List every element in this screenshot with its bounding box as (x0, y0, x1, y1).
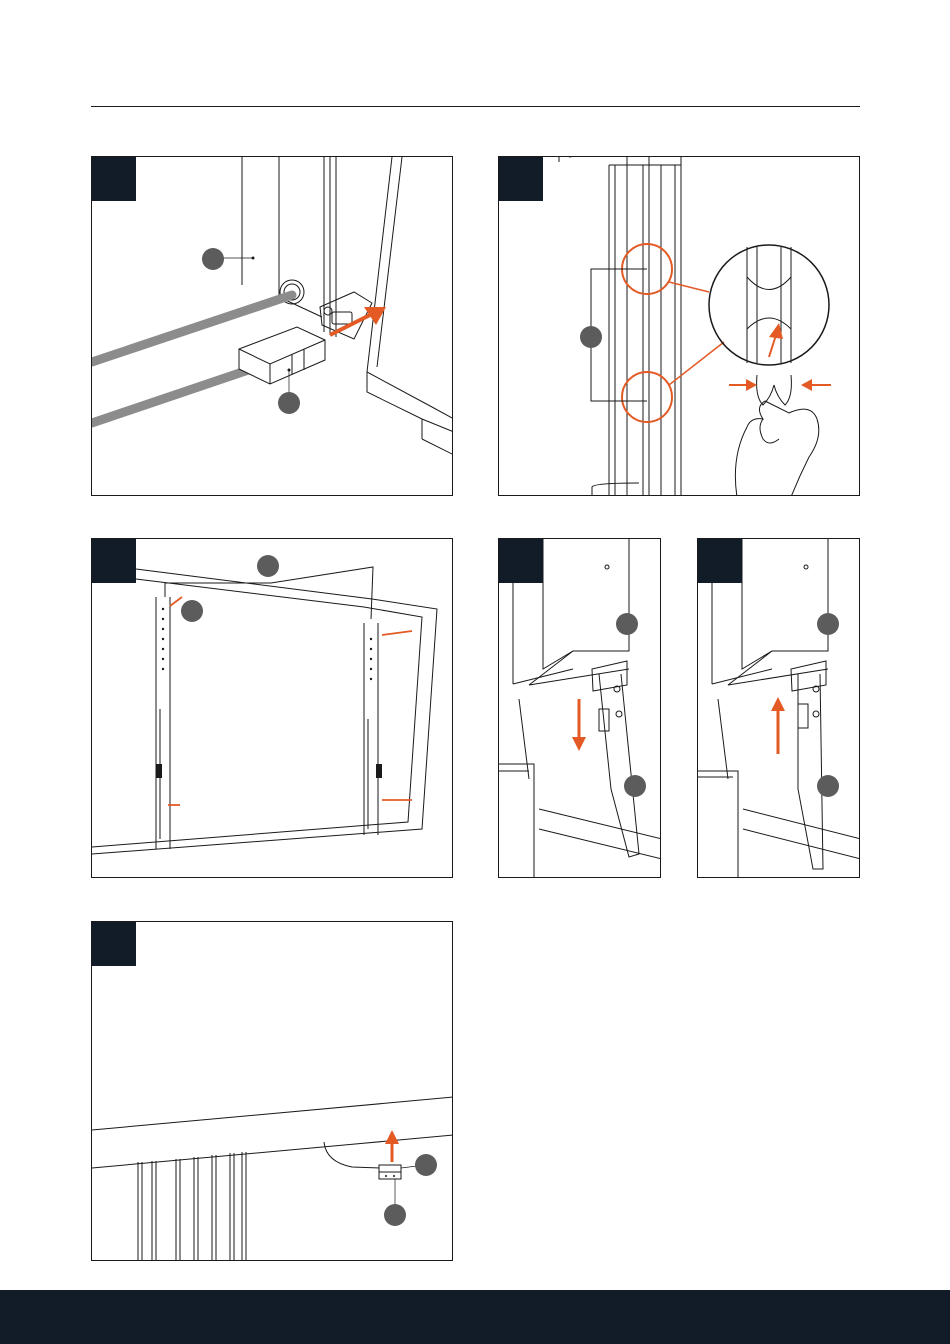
step-4b-illustration (698, 539, 860, 878)
step-1-panel (91, 156, 453, 496)
magnifier-detail (709, 245, 829, 365)
callout-circle (384, 1204, 406, 1226)
footer-bar (0, 1290, 950, 1344)
step-3-illustration (92, 539, 453, 878)
callout-circle (257, 555, 279, 577)
step-3-panel (91, 538, 453, 878)
step-2-badge (499, 157, 543, 201)
step-4b-panel (697, 538, 860, 878)
step-4a-badge (499, 539, 543, 583)
callout-circle (415, 1154, 437, 1176)
step-3-badge (92, 539, 136, 583)
callout-circle (278, 392, 300, 414)
callout-circle (181, 600, 203, 622)
step-1-badge (92, 157, 136, 201)
step-4a-panel (498, 538, 661, 878)
callout-circle (817, 775, 839, 797)
callout-circle (202, 248, 224, 270)
step-2-illustration (499, 157, 860, 496)
header-rule (91, 106, 860, 107)
step-1-illustration (92, 157, 453, 496)
step-5-badge (92, 922, 136, 966)
step-4b-badge (698, 539, 742, 583)
callout-circle (580, 326, 602, 348)
step-2-panel (498, 156, 860, 496)
callout-circle (817, 613, 839, 635)
callout-circle (616, 613, 638, 635)
step-4a-illustration (499, 539, 661, 878)
step-5-panel (91, 921, 453, 1261)
callout-circle (624, 775, 646, 797)
step-5-illustration (92, 922, 453, 1261)
